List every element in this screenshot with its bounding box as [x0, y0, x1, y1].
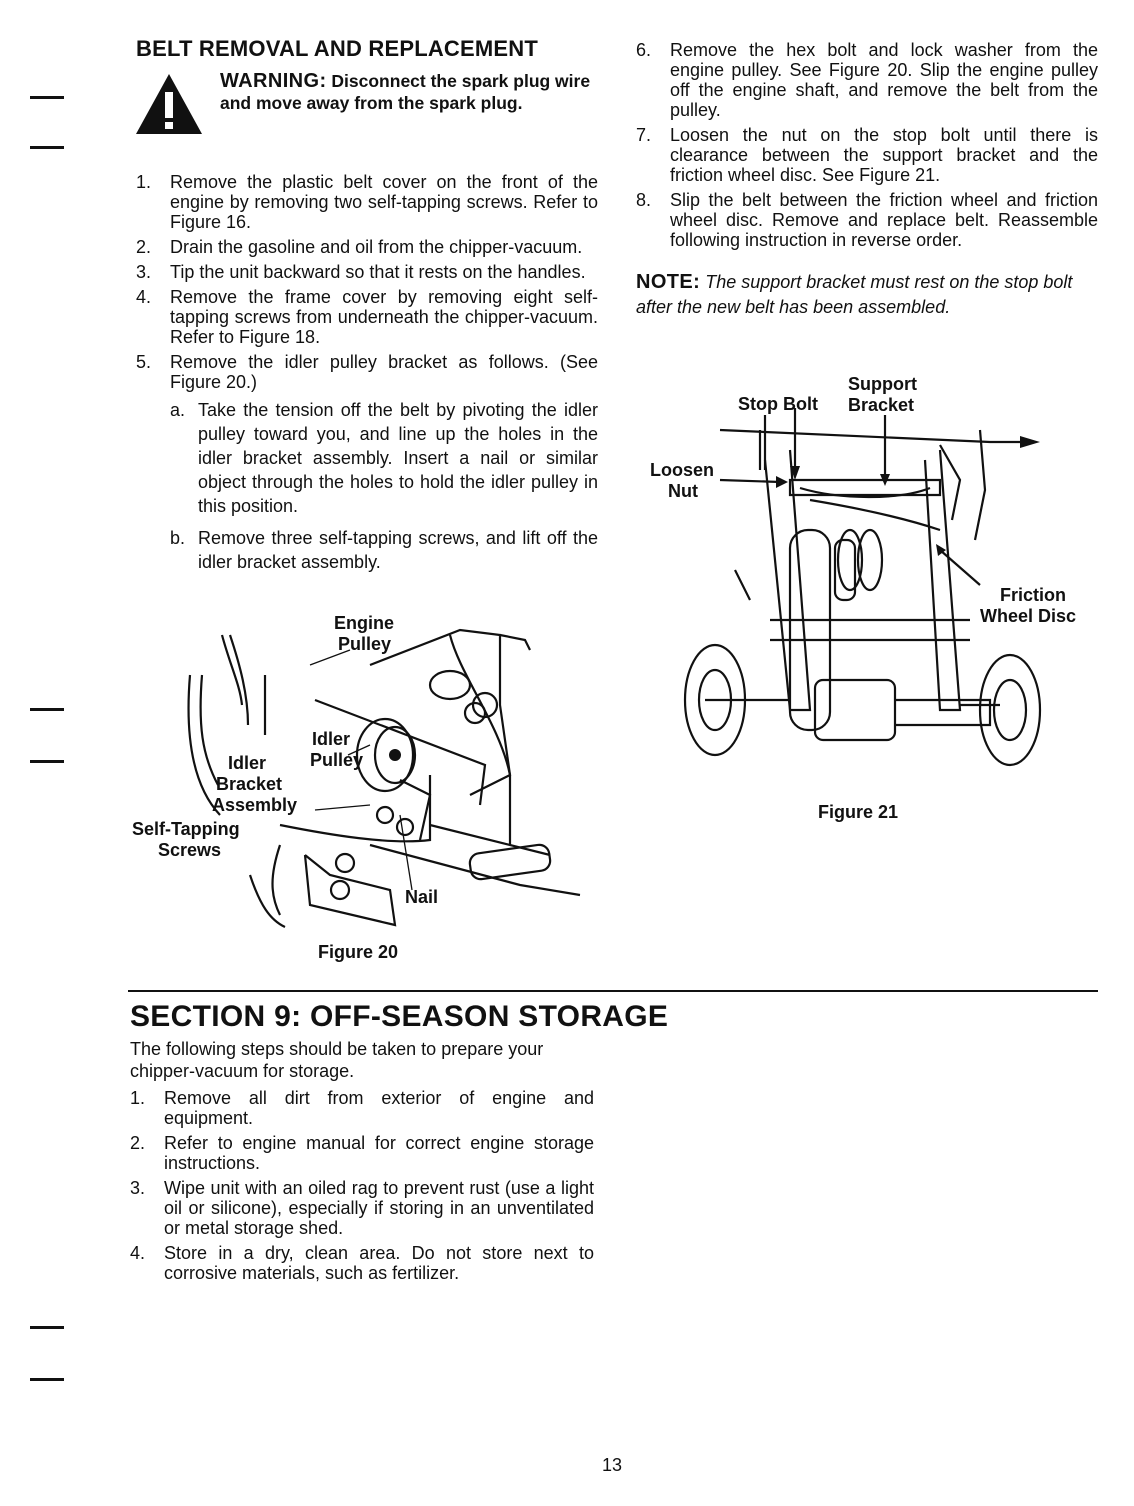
warning-box: WARNING: Disconnect the spark plug wire … — [134, 70, 604, 150]
list-item: 2. Refer to engine manual for correct eng… — [130, 1133, 594, 1173]
figure-20: Engine Pulley Idler Pulley Idler Bracket… — [130, 605, 610, 935]
substep-text: Take the tension off the belt by pivotin… — [198, 400, 598, 516]
label-self-tapping-screws: Self-Tapping Screws — [132, 819, 240, 861]
margin-mark — [30, 760, 64, 763]
list-item: b. Remove three self-tapping screws, and … — [170, 526, 598, 574]
note-text: The support bracket must rest on the sto… — [636, 272, 1073, 317]
step-text: Drain the gasoline and oil from the chip… — [170, 237, 583, 257]
belt-steps-list-continued: 6. Remove the hex bolt and lock washer fr… — [636, 40, 1098, 255]
list-item: 3. Wipe unit with an oiled rag to prevent… — [130, 1178, 594, 1238]
warning-lead: WARNING: — [220, 70, 327, 92]
step-number: 6. — [636, 40, 652, 60]
label-idler-bracket: Idler Bracket Assembly — [212, 753, 297, 816]
step-text: Refer to engine manual for correct engin… — [164, 1133, 594, 1173]
margin-mark — [30, 1378, 64, 1381]
figure-21-drawing — [683, 408, 1042, 767]
step-text: Remove the frame cover by removing eight… — [170, 287, 598, 347]
label-loosen-nut: Loosen Nut — [650, 460, 714, 502]
list-item: 2. Drain the gasoline and oil from the ch… — [136, 237, 598, 257]
label-line: Loosen — [650, 460, 715, 480]
page-number: 13 — [602, 1455, 623, 1475]
step-number: 2. — [130, 1133, 146, 1153]
figure-20-drawing — [187, 628, 581, 928]
label-line: Support — [848, 374, 917, 394]
section-divider — [128, 990, 1098, 992]
step-number: 1. — [136, 172, 152, 192]
list-item: a. Take the tension off the belt by pivot… — [170, 398, 598, 518]
label-line: Pulley — [310, 750, 364, 770]
list-item: 8. Slip the belt between the friction whe… — [636, 190, 1098, 250]
step-text: Slip the belt between the friction wheel… — [670, 190, 1098, 250]
label-line: Assembly — [212, 795, 298, 815]
step-text: Wipe unit with an oiled rag to prevent r… — [164, 1178, 594, 1238]
note-paragraph: NOTE: The support bracket must rest on t… — [636, 270, 1100, 320]
section-heading-storage: SECTION 9: OFF-SEASON STORAGE — [130, 1000, 669, 1033]
warning-triangle-icon — [136, 74, 202, 134]
step-number: 3. — [130, 1178, 146, 1198]
substep-letter: b. — [170, 528, 186, 548]
storage-intro: The following steps should be taken to p… — [130, 1039, 544, 1081]
step-text: Tip the unit backward so that it rests o… — [170, 262, 586, 282]
step-number: 4. — [130, 1243, 146, 1263]
margin-mark — [30, 146, 64, 149]
step-number: 4. — [136, 287, 152, 307]
step-number: 5. — [136, 352, 152, 372]
label-stop-bolt: Stop Bolt — [738, 394, 818, 414]
list-item: 4. Store in a dry, clean area. Do not sto… — [130, 1243, 594, 1283]
label-support-bracket: Support Bracket — [848, 374, 917, 416]
margin-mark — [30, 708, 64, 711]
label-line: Bracket — [216, 774, 283, 794]
label-line: Idler — [228, 753, 267, 773]
substep-text: Remove three self-tapping screws, and li… — [198, 528, 598, 572]
figure-21: Stop Bolt Support Bracket Loosen Nut Fri… — [640, 370, 1100, 790]
label-nail: Nail — [405, 887, 439, 907]
step-number: 3. — [136, 262, 152, 282]
figure-21-caption: Figure 21 — [818, 802, 899, 822]
warning-body: Disconnect the spark plug wire and move … — [220, 71, 591, 113]
belt-steps-list: 1. Remove the plastic belt cover on the f… — [136, 172, 598, 582]
label-idler-pulley: Idler Pulley — [310, 729, 363, 771]
step-text: Remove all dirt from exterior of engine … — [164, 1088, 594, 1128]
substep-letter: a. — [170, 400, 186, 420]
list-item: 3. Tip the unit backward so that it rests… — [136, 262, 598, 282]
storage-steps-list: 1. Remove all dirt from exterior of engin… — [130, 1088, 594, 1288]
step-text: Remove the idler pulley bracket as follo… — [170, 352, 598, 392]
label-line: Pulley — [338, 634, 392, 654]
label-line: Bracket — [848, 395, 915, 415]
label-line: Screws — [158, 840, 222, 860]
step-text: Remove the plastic belt cover on the fro… — [170, 172, 598, 232]
step-text: Loosen the nut on the stop bolt until th… — [670, 125, 1098, 185]
list-item: 4. Remove the frame cover by removing eig… — [136, 287, 598, 347]
step-text: Remove the hex bolt and lock washer from… — [670, 40, 1098, 120]
note-label: NOTE: — [636, 271, 701, 293]
step-number: 1. — [130, 1088, 146, 1108]
label-engine-pulley: Engine Pulley — [334, 613, 394, 655]
step-number: 2. — [136, 237, 152, 257]
list-item: 1. Remove all dirt from exterior of engin… — [130, 1088, 594, 1128]
label-line: Wheel Disc — [980, 606, 1077, 626]
warning-text: WARNING: Disconnect the spark plug wire … — [220, 70, 604, 114]
step-number: 7. — [636, 125, 652, 145]
label-line: Engine — [334, 613, 395, 633]
label-line: Nut — [668, 481, 698, 501]
label-line: Idler — [312, 729, 351, 749]
step-text: Store in a dry, clean area. Do not store… — [164, 1243, 594, 1283]
label-line: Friction — [1000, 585, 1066, 605]
label-friction-wheel-disc: Friction Wheel Disc — [980, 585, 1076, 627]
margin-mark — [30, 1326, 64, 1329]
label-line: Self-Tapping — [132, 819, 240, 839]
section-heading-belt: BELT REMOVAL AND REPLACEMENT — [136, 36, 539, 61]
step-number: 8. — [636, 190, 652, 210]
list-item: 1. Remove the plastic belt cover on the f… — [136, 172, 598, 232]
substeps-list: a. Take the tension off the belt by pivot… — [170, 398, 598, 574]
list-item: 6. Remove the hex bolt and lock washer fr… — [636, 40, 1098, 120]
list-item: 5. Remove the idler pulley bracket as fol… — [136, 352, 598, 574]
figure-20-caption: Figure 20 — [318, 942, 399, 962]
list-item: 7. Loosen the nut on the stop bolt until … — [636, 125, 1098, 185]
margin-mark — [30, 96, 64, 99]
